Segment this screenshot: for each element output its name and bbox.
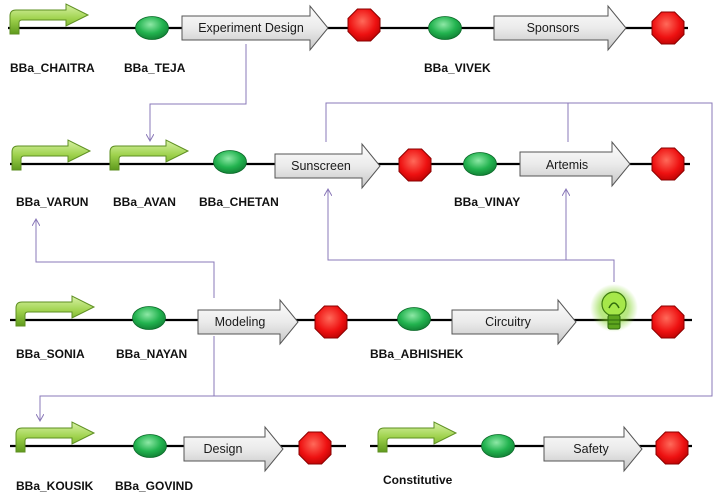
- terminator-octagon-icon: [314, 305, 348, 339]
- cds-label-sponsors: Sponsors: [527, 21, 580, 35]
- promoter-arrow-icon: [11, 139, 91, 171]
- cds-label-artemis: Artemis: [546, 158, 588, 172]
- rbs-oval-icon: [213, 150, 247, 174]
- lightbulb-icon: [590, 284, 638, 332]
- connector-artemis-loop: [40, 102, 713, 420]
- promoter-label-varun: BBa_VARUN: [16, 195, 88, 209]
- cds-arrow-icon: [451, 298, 577, 346]
- rbs-oval-icon: [133, 434, 167, 458]
- promoter-label-constitutive: Constitutive: [383, 473, 453, 487]
- cds-arrow-icon: [197, 298, 299, 346]
- connector-reporter-to-sunscreen: [328, 190, 615, 282]
- promoter-arrow-icon: [377, 421, 457, 453]
- cds-arrow-icon: [493, 4, 627, 52]
- rbs-oval-icon: [481, 434, 515, 458]
- rbs-label-teja: BBa_TEJA: [124, 61, 186, 75]
- connector-experiment-design-to-avan: [150, 44, 247, 140]
- rbs-label-vivek: BBa_VIVEK: [424, 61, 491, 75]
- cds-label-circuitry: Circuitry: [485, 315, 532, 329]
- terminator-octagon-icon: [347, 8, 381, 42]
- cds-arrow-icon: [543, 425, 643, 473]
- rbs-oval-icon: [132, 306, 166, 330]
- promoter-arrow-icon: [9, 3, 89, 35]
- cds-arrow-icon: [519, 140, 631, 188]
- terminator-octagon-icon: [651, 11, 685, 45]
- cds-arrow-icon: [274, 142, 381, 190]
- terminator-octagon-icon: [298, 431, 332, 465]
- cds-label-modeling: Modeling: [215, 315, 266, 329]
- terminator-octagon-icon: [651, 147, 685, 181]
- rbs-oval-icon: [397, 307, 431, 331]
- rbs-oval-icon: [463, 152, 497, 176]
- cds-label-sunscreen: Sunscreen: [291, 159, 351, 173]
- promoter-arrow-icon: [109, 139, 189, 171]
- promoter-arrow-icon: [15, 421, 95, 453]
- promoter-arrow-icon: [15, 295, 95, 327]
- terminator-octagon-icon: [655, 431, 689, 465]
- rbs-label-chetan: BBa_CHETAN: [199, 195, 279, 209]
- connector-modeling-to-varun: [36, 220, 215, 298]
- rbs-label-govind: BBa_GOVIND: [115, 479, 193, 493]
- promoter-label-chaitra: BBa_CHAITRA: [10, 61, 95, 75]
- promoter-label-kousik: BBa_KOUSIK: [16, 479, 94, 493]
- rbs-label-nayan: BBa_NAYAN: [116, 347, 187, 361]
- rbs-label-abhishek: BBa_ABHISHEK: [370, 347, 464, 361]
- promoter-label-sonia: BBa_SONIA: [16, 347, 85, 361]
- cds-arrow-icon: [181, 4, 329, 52]
- promoter-label-avan: BBa_AVAN: [113, 195, 176, 209]
- rbs-oval-icon: [135, 16, 169, 40]
- cds-arrow-icon: [183, 425, 284, 473]
- cds-label-design: Design: [204, 442, 243, 456]
- terminator-octagon-icon: [651, 305, 685, 339]
- cds-label-safety: Safety: [573, 442, 609, 456]
- cds-label-experiment-design: Experiment Design: [198, 21, 304, 35]
- rbs-oval-icon: [428, 16, 462, 40]
- rbs-label-vinay: BBa_VINAY: [454, 195, 520, 209]
- terminator-octagon-icon: [398, 148, 432, 182]
